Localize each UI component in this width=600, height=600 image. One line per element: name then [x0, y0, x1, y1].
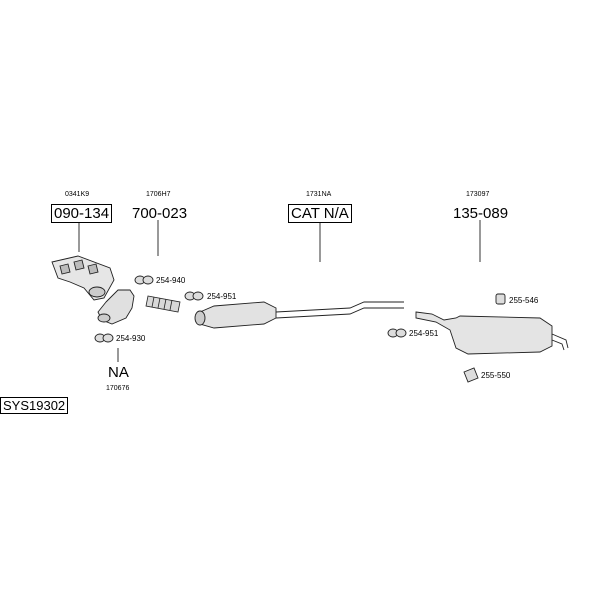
fitting-label: 254-930	[116, 334, 146, 343]
ref-label: 1706H7	[146, 191, 171, 198]
hanger-255-546	[495, 293, 506, 305]
fitting-label: 255-550	[481, 371, 511, 380]
mid-pipe	[275, 301, 404, 319]
part-number-700-023: 700-023	[132, 205, 188, 222]
system-code: SYS19302	[0, 397, 69, 414]
fitting-label: 254-951	[207, 292, 237, 301]
ref-label: 173097	[466, 191, 490, 198]
part-number-cat: CAT N/A	[288, 204, 352, 223]
ref-label: 1731NA	[306, 191, 332, 198]
fitting-label: 254-951	[409, 329, 439, 338]
ref-label: 170676	[106, 385, 130, 392]
part-number-090-134: 090-134	[51, 204, 113, 223]
exhaust-manifold	[51, 255, 115, 301]
clamp-254-951-front	[184, 291, 204, 301]
clamp-254-930	[94, 333, 114, 343]
clamp-254-940	[134, 275, 154, 285]
rear-silencer	[415, 311, 569, 355]
fitting-label: 254-940	[156, 276, 186, 285]
part-number-135-089: 135-089	[453, 205, 509, 222]
part-number-na: NA	[108, 364, 129, 381]
hanger-255-550	[463, 367, 479, 383]
flex-pipe	[145, 295, 181, 313]
clamp-254-951-rear	[387, 328, 407, 338]
catalytic-converter	[194, 301, 277, 329]
ref-label: 0341K9	[65, 191, 90, 198]
fitting-label: 255-546	[509, 296, 539, 305]
front-pipe	[97, 289, 135, 325]
